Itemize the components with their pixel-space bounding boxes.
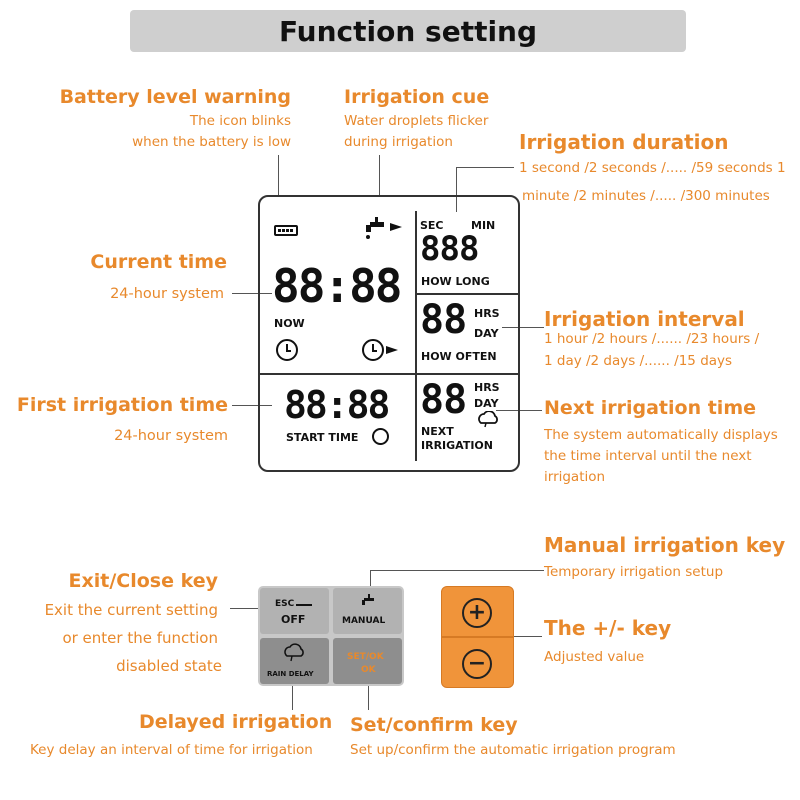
sec-label: SEC bbox=[420, 219, 444, 232]
set-confirm-desc: Set up/confirm the automatic irrigation … bbox=[350, 742, 676, 758]
irrigation-interval-desc-1: 1 hour /2 hours /...... /23 hours / bbox=[544, 331, 760, 347]
next-irrigation-digits: 88 bbox=[420, 377, 467, 423]
irrigation-label: IRRIGATION bbox=[421, 439, 493, 452]
lcd-display: SEC MIN 888 HOW LONG 88:88 NOW 88 HRS DA… bbox=[258, 195, 520, 472]
how-often-label: HOW OFTEN bbox=[421, 350, 497, 363]
rain-delay-label: RAIN DELAY bbox=[267, 670, 314, 678]
exit-key-desc-1: Exit the current setting bbox=[44, 601, 218, 619]
interval-hrs-label: HRS bbox=[474, 307, 500, 320]
ok-label: OK bbox=[361, 665, 376, 675]
irrigation-duration-title: Irrigation duration bbox=[519, 130, 729, 154]
battery-warning-title: Battery level warning bbox=[59, 86, 291, 108]
rain-delay-button[interactable]: RAIN DELAY bbox=[260, 638, 329, 684]
plus-minus-pad: + − bbox=[441, 586, 514, 688]
current-time-leader bbox=[232, 293, 272, 294]
battery-warning-desc-1: The icon blinks bbox=[189, 113, 291, 129]
next-irrigation-title: Next irrigation time bbox=[544, 397, 756, 419]
manual-key-desc: Temporary irrigation setup bbox=[544, 564, 724, 580]
start-time-label: START TIME bbox=[286, 431, 359, 444]
water-tap-icon bbox=[366, 217, 402, 239]
irrigation-duration-desc-1: 1 second /2 seconds /..... /59 seconds 1 bbox=[519, 160, 786, 176]
first-irrigation-desc: 24-hour system bbox=[114, 428, 228, 444]
delayed-irrigation-desc: Key delay an interval of time for irriga… bbox=[30, 742, 313, 758]
manual-button[interactable]: MANUAL bbox=[333, 588, 402, 634]
next-day-label: DAY bbox=[474, 397, 499, 410]
set-label: SET/OK bbox=[347, 652, 384, 662]
clock-icon bbox=[276, 339, 298, 361]
plus-button[interactable]: + bbox=[462, 598, 492, 628]
manual-key-title: Manual irrigation key bbox=[544, 533, 786, 557]
off-label: OFF bbox=[281, 613, 306, 626]
irrigation-duration-desc-2: minute /2 minutes /..... /300 minutes bbox=[522, 188, 770, 204]
set-ok-button[interactable]: SET/OK OK bbox=[333, 638, 402, 684]
current-time-desc: 24-hour system bbox=[110, 286, 224, 302]
duration-leader-v bbox=[456, 167, 457, 212]
irrigation-cue-desc-1: Water droplets flicker bbox=[344, 113, 489, 129]
next-irrigation-desc-3: irrigation bbox=[544, 469, 606, 485]
arrow-right-icon bbox=[386, 346, 398, 354]
esc-label: ESC bbox=[275, 599, 295, 609]
irrigation-cue-title: Irrigation cue bbox=[344, 86, 490, 108]
first-irrigation-leader bbox=[232, 405, 272, 406]
irrigation-interval-title: Irrigation interval bbox=[544, 307, 745, 331]
title-bar: Function setting bbox=[130, 10, 686, 52]
key-pad: ESC OFF MANUAL RAIN DELAY SET/OK OK bbox=[258, 586, 404, 686]
first-irrigation-title: First irrigation time bbox=[16, 394, 228, 416]
exit-key-desc-3: disabled state bbox=[116, 657, 222, 675]
interval-day-label: DAY bbox=[474, 327, 499, 340]
page-title: Function setting bbox=[278, 14, 538, 48]
interval-leader bbox=[502, 327, 544, 328]
next-irrigation-desc-2: the time interval until the next bbox=[544, 448, 752, 464]
now-label: NOW bbox=[274, 317, 305, 330]
irrigation-interval-desc-2: 1 day /2 days /...... /15 days bbox=[544, 353, 733, 369]
battery-icon bbox=[274, 225, 298, 236]
manual-tap-icon bbox=[362, 594, 374, 605]
esc-off-button[interactable]: ESC OFF bbox=[260, 588, 329, 634]
cue-leader-line bbox=[379, 155, 380, 197]
set-confirm-title: Set/confirm key bbox=[350, 714, 518, 736]
current-time-title: Current time bbox=[90, 251, 227, 273]
next-hrs-label: HRS bbox=[474, 381, 500, 394]
min-label: MIN bbox=[471, 219, 496, 232]
interval-digits: 88 bbox=[420, 297, 467, 343]
plus-minus-title: The +/- key bbox=[544, 616, 672, 640]
rain-delay-cloud-icon bbox=[284, 643, 304, 662]
rain-cloud-icon bbox=[478, 411, 498, 428]
next-irrigation-desc-1: The system automatically displays bbox=[544, 427, 778, 443]
exit-key-desc-2: or enter the function bbox=[62, 629, 218, 647]
plus-minus-desc: Adjusted value bbox=[544, 649, 645, 665]
battery-leader-line bbox=[278, 155, 279, 195]
irrigation-cue-desc-2: during irrigation bbox=[344, 134, 453, 150]
duration-leader-h bbox=[456, 167, 514, 168]
manual-label: MANUAL bbox=[342, 616, 386, 626]
current-time-digits: 88:88 bbox=[272, 259, 402, 313]
exit-key-title: Exit/Close key bbox=[68, 570, 219, 592]
duration-digits: 888 bbox=[420, 229, 479, 269]
alarm-clock-icon bbox=[372, 428, 389, 445]
battery-warning-desc-2: when the battery is low bbox=[132, 134, 291, 150]
delayed-irrigation-title: Delayed irrigation bbox=[139, 711, 333, 733]
start-time-digits: 88:88 bbox=[284, 383, 390, 427]
how-long-label: HOW LONG bbox=[421, 275, 490, 288]
minus-button[interactable]: − bbox=[462, 649, 492, 679]
next-label: NEXT bbox=[421, 425, 454, 438]
cycle-clock-icon bbox=[362, 339, 384, 361]
